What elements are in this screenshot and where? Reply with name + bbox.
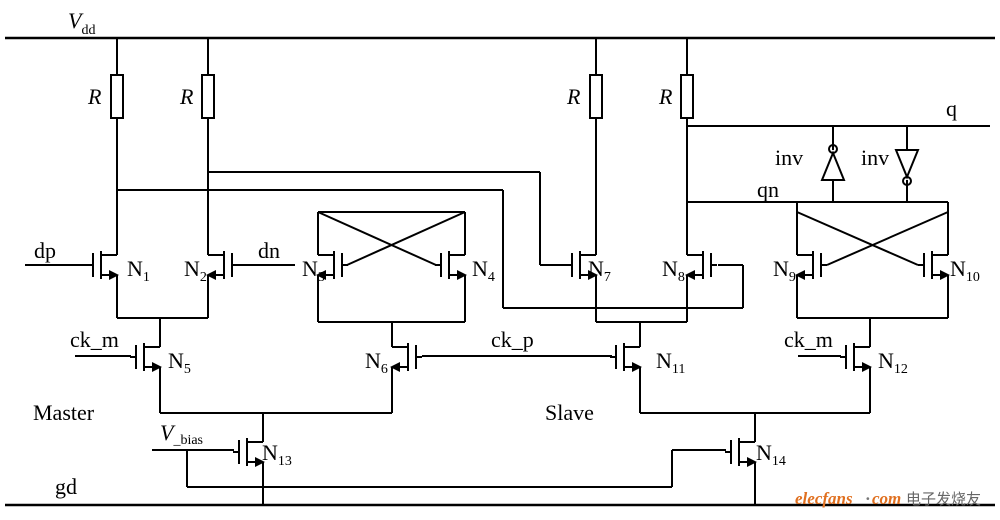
input-dp: dp [34,238,56,263]
transistor-n12: N12 [840,335,908,379]
input-ck-m-slave: ck_m [784,327,833,352]
svg-text:com: com [872,489,901,508]
resistor-label-4: R [658,84,673,109]
svg-text:电子发烧友: 电子发烧友 [906,491,981,508]
transistor-n14: N14 [725,430,786,474]
transistor-n7: N7 [566,243,611,287]
input-dn: dn [258,238,280,263]
transistor-label-n14: N14 [756,440,786,469]
inverter-label-2: inv [861,145,889,170]
transistor-label-n9: N9 [773,256,796,285]
transistor-label-n1: N1 [127,256,150,285]
watermark: elecfans · com 电子发烧友 [795,489,981,508]
input-ck-m-master: ck_m [70,327,119,352]
inverter-2 [894,149,920,186]
transistor-n8: N8 [662,243,717,287]
section-master: Master [33,400,95,425]
transistor-label-n5: N5 [168,348,191,377]
transistor-n2: N2 [184,243,238,287]
transistor-n9: N9 [773,243,827,287]
vdd-label: Vdd [68,8,95,38]
transistor-n5: N5 [130,335,191,379]
transistor-label-n4: N4 [472,256,495,285]
transistor-label-n3: N3 [302,256,325,285]
resistors [110,74,694,119]
transistor-label-n13: N13 [262,440,292,469]
transistor-n4: N4 [435,243,495,287]
transistor-n10: N10 [918,243,980,287]
transistor-n6: N6 [365,335,422,379]
transistor-label-n6: N6 [365,348,388,377]
svg-text:elecfans: elecfans [795,489,853,508]
transistor-label-n11: N11 [656,348,685,377]
transistor-n1: N1 [87,243,150,287]
transistor-n3: N3 [302,243,348,287]
resistor-label-2: R [179,84,194,109]
transistor-n11: N11 [610,335,685,379]
transistor-n13: N13 [233,430,292,474]
resistor-1 [110,74,124,119]
output-q: q [946,96,957,121]
input-vbias: V_bias [160,420,203,448]
transistor-label-n12: N12 [878,348,908,377]
resistor-label-3: R [566,84,581,109]
transistor-label-n8: N8 [662,256,685,285]
inverter-1 [820,144,846,181]
inverter-label-1: inv [775,145,803,170]
svg-text:·: · [865,489,871,508]
resistor-4 [680,74,694,119]
resistor-3 [589,74,603,119]
section-slave: Slave [545,400,594,425]
transistor-label-n2: N2 [184,256,207,285]
gnd-label: gd [55,474,77,499]
interconnect-wires [25,125,990,505]
transistor-label-n7: N7 [588,256,611,285]
output-qn: qn [757,177,779,202]
transistor-label-n10: N10 [950,256,980,285]
resistor-label-1: R [87,84,102,109]
resistor-2 [201,74,215,119]
input-ck-p: ck_p [491,327,534,352]
